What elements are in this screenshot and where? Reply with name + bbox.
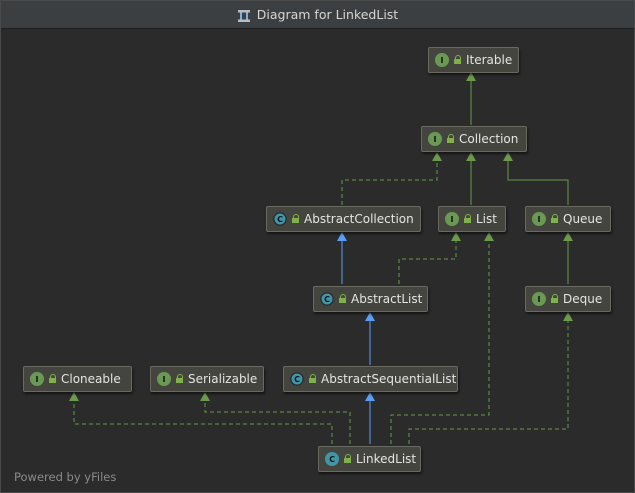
edge-linkedlist-deque	[408, 317, 569, 444]
interface-icon: I	[428, 132, 442, 146]
edge-linkedlist-serializable	[204, 397, 351, 444]
public-lock-icon	[291, 214, 300, 224]
arrowhead-list-right	[484, 232, 494, 241]
arrowhead-cloneable	[69, 392, 79, 401]
public-lock-icon	[175, 374, 184, 384]
arrowhead-deque	[563, 312, 573, 321]
node-label: Queue	[563, 212, 603, 226]
edge-abstractlist-list	[398, 237, 457, 284]
public-lock-icon	[446, 134, 455, 144]
node-label: LinkedList	[356, 452, 417, 466]
node-deque[interactable]: I Deque	[525, 286, 611, 312]
diagram-canvas[interactable]: I Iterable I Collection C AbstractCollec…	[1, 29, 634, 492]
arrowhead-iterable	[466, 72, 476, 81]
public-lock-icon	[550, 294, 559, 304]
edge-linkedlist-cloneable	[73, 397, 333, 444]
abstract-class-icon: C	[273, 212, 287, 226]
node-label: Serializable	[188, 372, 258, 386]
arrowhead-list-left	[451, 232, 461, 241]
window-titlebar[interactable]: Diagram for LinkedList	[1, 1, 634, 29]
node-linked-list[interactable]: C LinkedList	[318, 446, 421, 472]
interface-icon: I	[30, 372, 44, 386]
class-icon: C	[325, 452, 339, 466]
arrowhead-abstractcollection	[337, 232, 347, 241]
interface-icon: I	[532, 212, 546, 226]
node-label: Deque	[563, 292, 603, 306]
interface-icon: I	[445, 212, 459, 226]
public-lock-icon	[343, 454, 352, 464]
node-label: AbstractSequentialList	[321, 372, 457, 386]
node-collection[interactable]: I Collection	[421, 126, 527, 152]
node-label: AbstractList	[351, 292, 423, 306]
edge-linkedlist-list	[390, 237, 490, 444]
yfiles-watermark: Powered by yFiles	[14, 470, 117, 484]
node-cloneable[interactable]: I Cloneable	[23, 366, 132, 392]
public-lock-icon	[308, 374, 317, 384]
node-label: Cloneable	[61, 372, 121, 386]
node-list[interactable]: I List	[438, 206, 506, 232]
node-abstract-collection[interactable]: C AbstractCollection	[266, 206, 421, 232]
arrowhead-collection-center	[466, 152, 476, 161]
interface-icon: I	[435, 53, 449, 67]
arrowhead-collection-left	[432, 152, 442, 161]
arrowhead-collection-right	[503, 152, 513, 161]
node-abstract-list[interactable]: C AbstractList	[313, 286, 428, 312]
interface-icon: I	[157, 372, 171, 386]
diagram-icon	[237, 8, 251, 22]
node-iterable[interactable]: I Iterable	[428, 47, 519, 73]
abstract-class-icon: C	[320, 292, 334, 306]
arrowhead-queue	[563, 232, 573, 241]
node-label: Iterable	[466, 53, 513, 67]
node-serializable[interactable]: I Serializable	[150, 366, 264, 392]
public-lock-icon	[550, 214, 559, 224]
public-lock-icon	[453, 55, 462, 65]
node-abstract-sequential-list[interactable]: C AbstractSequentialList	[283, 366, 458, 392]
public-lock-icon	[48, 374, 57, 384]
edge-abstractcollection-collection	[341, 157, 438, 219]
public-lock-icon	[463, 214, 472, 224]
public-lock-icon	[338, 294, 347, 304]
arrowhead-abstractlist	[365, 312, 375, 321]
interface-icon: I	[532, 292, 546, 306]
arrowhead-serializable	[200, 392, 210, 401]
node-label: List	[476, 212, 497, 226]
diagram-edges	[69, 72, 573, 444]
node-queue[interactable]: I Queue	[525, 206, 611, 232]
node-label: AbstractCollection	[304, 212, 414, 226]
window-title: Diagram for LinkedList	[256, 7, 399, 22]
arrowhead-abstractsequentiallist	[365, 392, 375, 401]
abstract-class-icon: C	[290, 372, 304, 386]
edge-queue-collection	[507, 157, 569, 205]
node-label: Collection	[459, 132, 519, 146]
